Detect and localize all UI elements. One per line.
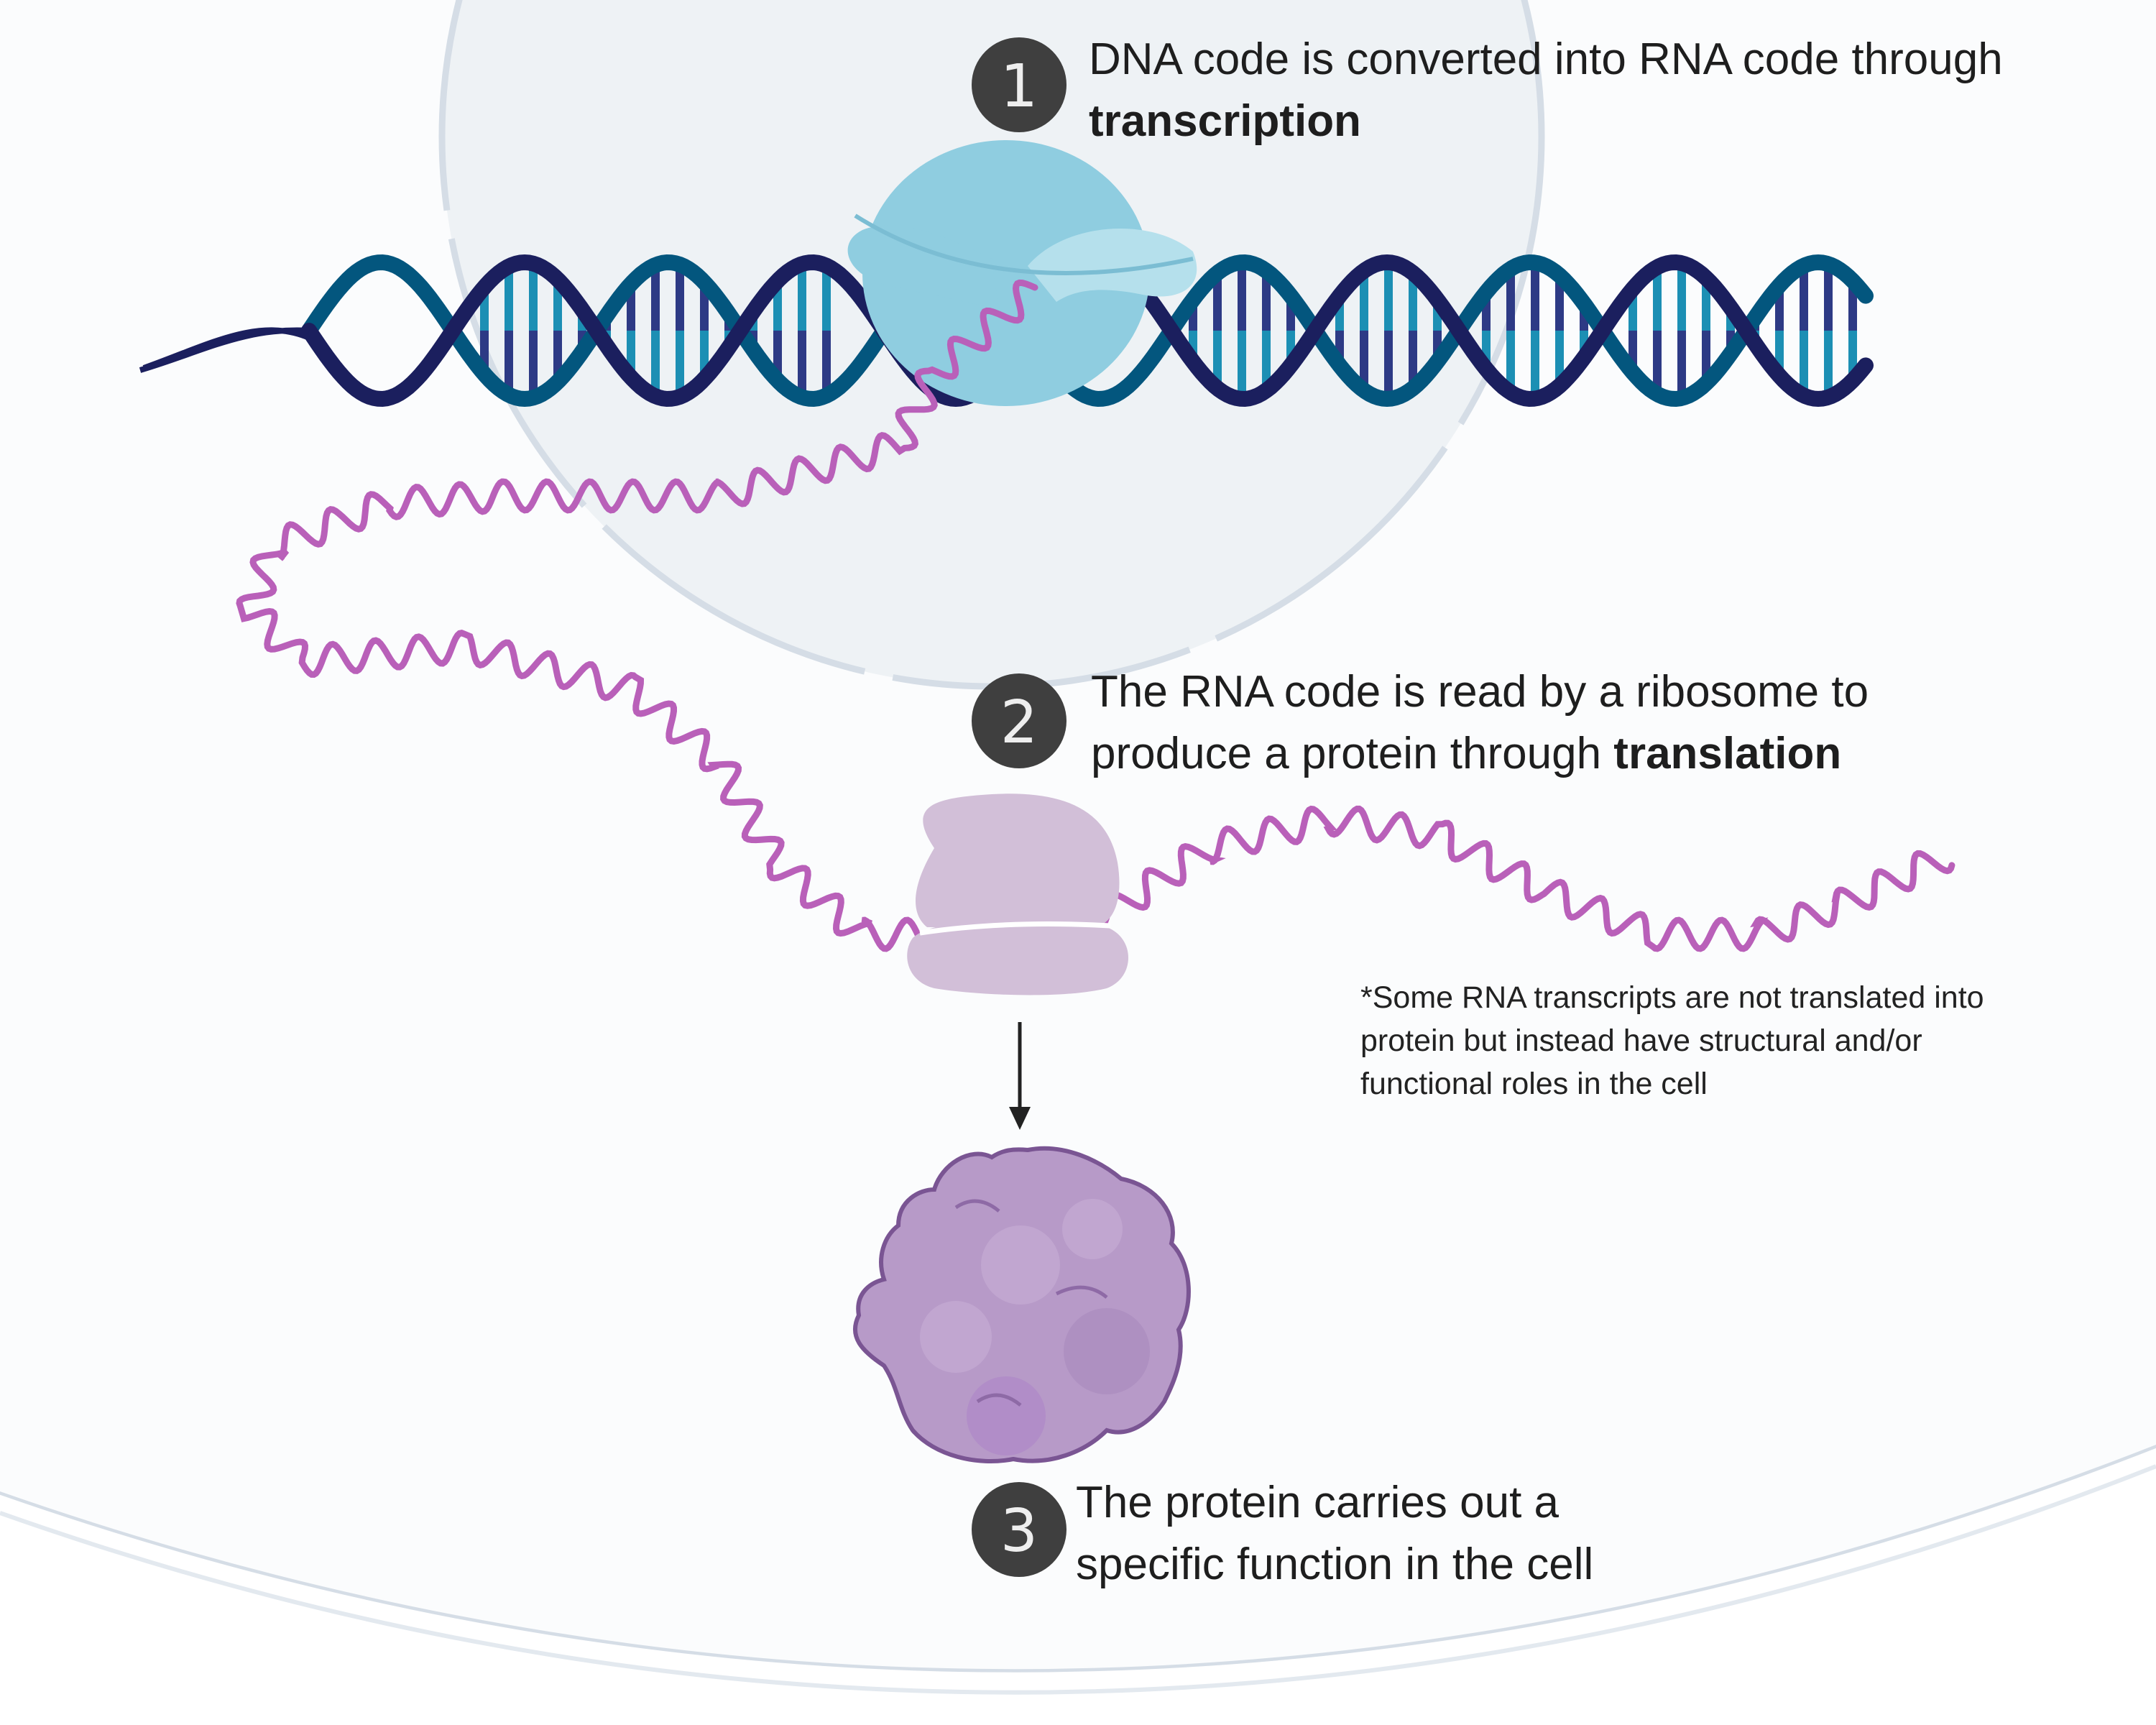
dna-frayed-end <box>139 327 310 373</box>
dna-double-helix <box>139 254 1874 408</box>
arrow-to-protein <box>1009 1022 1031 1130</box>
step-3-badge: 3 <box>972 1482 1067 1577</box>
step-2-badge: 2 <box>972 673 1067 768</box>
cell-membrane-inner <box>0 1464 2156 1695</box>
step-2-description: The RNA code is read by a ribosome to pr… <box>1091 667 1869 778</box>
step-1-text: DNA code is converted into RNA code thro… <box>1089 29 2023 152</box>
ribosome <box>907 794 1128 995</box>
step-1-number: 1 <box>1000 52 1038 121</box>
step-1-emphasis: transcription <box>1089 96 1361 146</box>
folded-protein <box>853 1146 1191 1463</box>
step-1-description: DNA code is converted into RNA code thro… <box>1089 34 2003 84</box>
footnote: *Some RNA transcripts are not translated… <box>1360 980 1984 1101</box>
rna-polymerase <box>847 140 1197 406</box>
step-3-text: The protein carries out a specific funct… <box>1076 1472 1687 1596</box>
step-3-number: 3 <box>1000 1497 1038 1565</box>
step-2-text: The RNA code is read by a ribosome to pr… <box>1091 661 1953 785</box>
step-3-description: The protein carries out a specific funct… <box>1076 1478 1594 1589</box>
step-2-number: 2 <box>1000 689 1038 757</box>
step-1-badge: 1 <box>972 37 1067 132</box>
mrna-transcript <box>236 279 1955 952</box>
step-2-emphasis: translation <box>1613 729 1842 778</box>
